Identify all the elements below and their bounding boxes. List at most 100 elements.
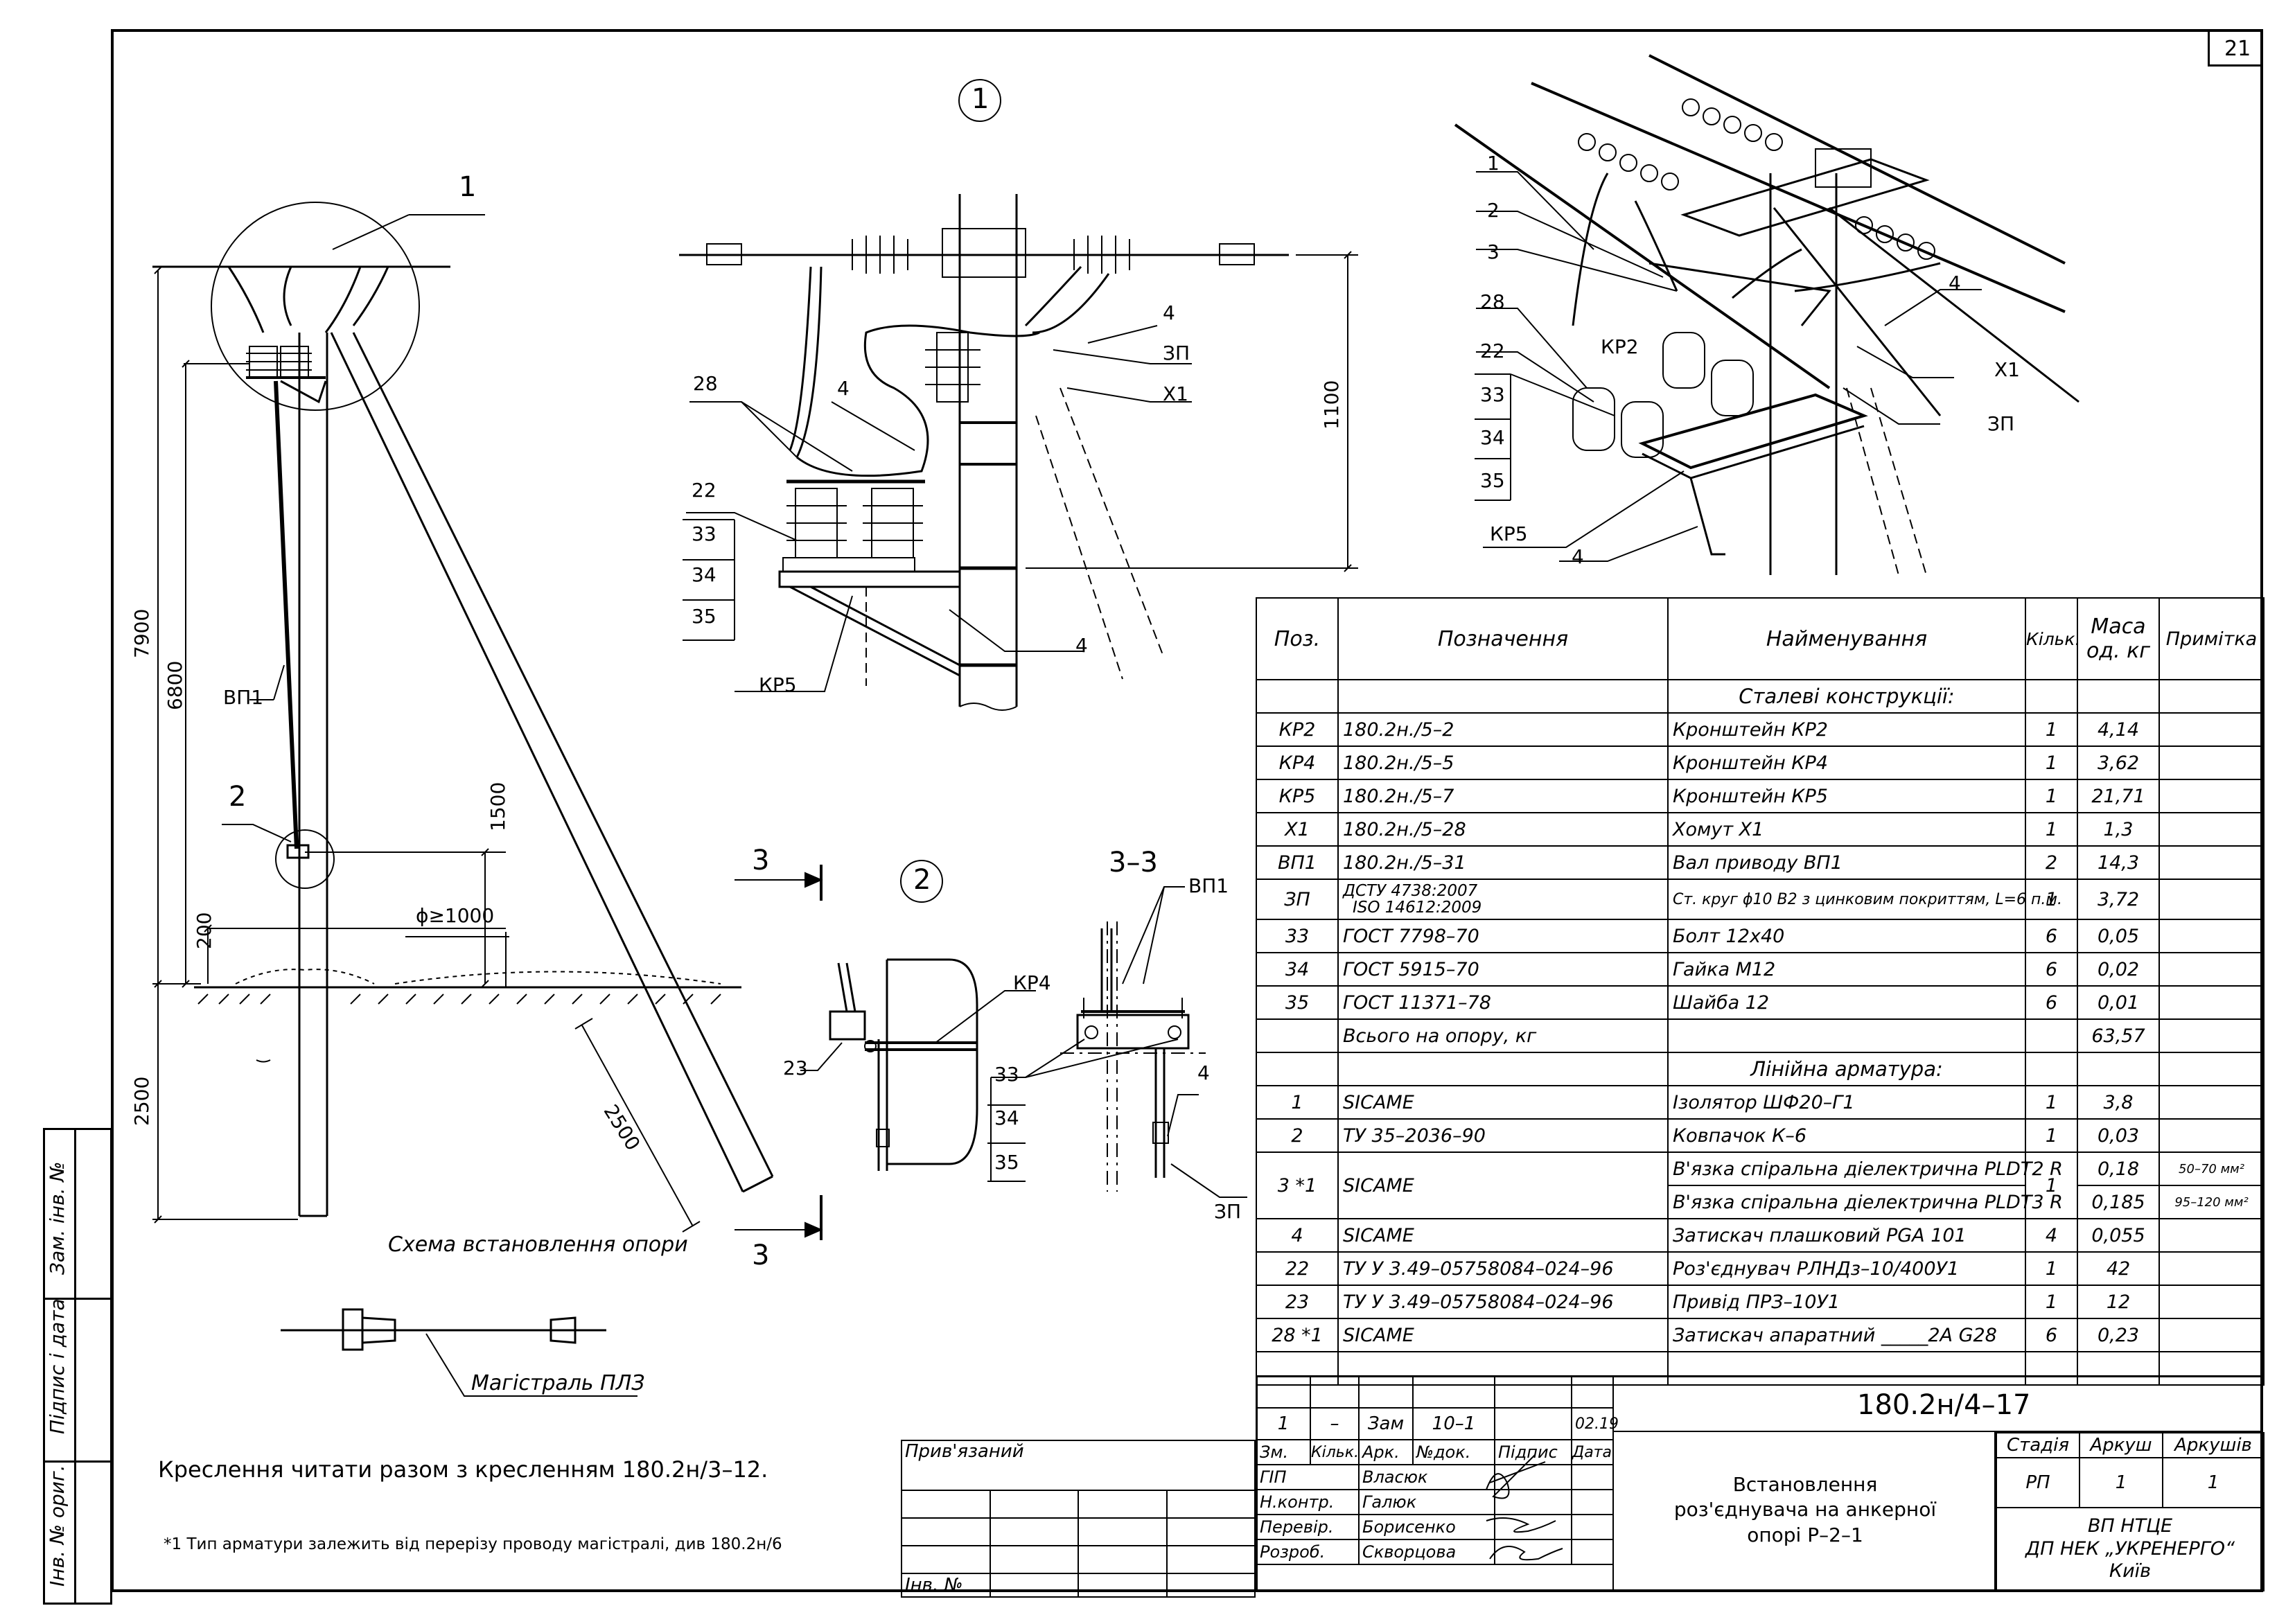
cell-pos: 23	[1256, 1285, 1339, 1319]
cell-note	[2158, 919, 2265, 953]
iso-label-33: 33	[1480, 383, 1505, 406]
cell-des: 180.2н./5–7	[1337, 779, 1669, 813]
row-3-mass2: 0,185	[2077, 1185, 2160, 1219]
hdr-ndok: №док.	[1412, 1439, 1495, 1465]
cell-name: Шайба 12	[1667, 985, 2026, 1020]
isometric-drawing	[1454, 54, 2079, 576]
note-footnote: *1 Тип арматури залежить від перерізу пр…	[164, 1535, 782, 1553]
row-3-name1: В'язка спіральна діелектрична PLDT2 R	[1667, 1151, 2063, 1186]
cell-pos: 1	[1256, 1085, 1339, 1120]
attached-label: Прив'язаний	[901, 1440, 1256, 1491]
cell-name: Роз'єднувач РЛНДз–10/400У1	[1667, 1251, 2026, 1286]
v2-label-kr4: КР4	[1013, 971, 1051, 994]
iso-label-zp: ЗП	[1987, 412, 2015, 435]
s-label-zp: ЗП	[1214, 1200, 1242, 1223]
callout-2: 2	[229, 781, 247, 813]
total-mass: 63,57	[2077, 1018, 2160, 1053]
specification-table: Поз. Позначення Найменування Кільк. Маса…	[1256, 597, 2265, 1386]
cell-pos: 35	[1256, 985, 1339, 1020]
cell-note	[2158, 1251, 2265, 1286]
v1-label-zp: ЗП	[1163, 342, 1190, 364]
iso-label-2: 2	[1487, 199, 1500, 222]
cell-name: Хомут Х1	[1667, 812, 2026, 847]
cell-note	[2158, 952, 2265, 987]
sheet-hdr: Аркуш	[2079, 1432, 2163, 1458]
section-steel: Сталеві конструкції:	[1667, 679, 2026, 714]
cell-mass: 42	[2077, 1251, 2160, 1286]
cell-mass: 0,055	[2077, 1218, 2160, 1253]
hdr-zm: Зм.	[1256, 1439, 1311, 1465]
cell-pos: ВП1	[1256, 845, 1339, 880]
rev-ndok: 10–1	[1412, 1407, 1495, 1440]
drawing-code: 180.2н/4–17	[1857, 1389, 2031, 1421]
cell-pos: 33	[1256, 919, 1339, 953]
row-3-note1: 50–70 мм²	[2158, 1151, 2265, 1186]
staff-signature	[1494, 1464, 1572, 1490]
v1-label-34: 34	[692, 563, 716, 586]
staff-signature	[1494, 1489, 1572, 1515]
s-label-34: 34	[994, 1106, 1019, 1129]
cell-mass: 3,62	[2077, 745, 2160, 780]
view2-drawing	[800, 860, 1036, 1171]
v1-label-28: 28	[693, 372, 718, 395]
hdr-name: Найменування	[1667, 597, 2026, 680]
cell-name: Кронштейн КР5	[1667, 779, 2026, 813]
iso-label-34: 34	[1480, 426, 1505, 449]
cell-pos: КР4	[1256, 745, 1339, 780]
cell-qty: 6	[2025, 919, 2078, 953]
hdr-qty: Кільк.	[2025, 597, 2080, 680]
cell-qty: 1	[2025, 1085, 2078, 1120]
dim-diameter: ϕ≥1000	[416, 904, 495, 927]
cell-name: Болт 12х40	[1667, 919, 2026, 953]
legend-label: Магістраль ПЛЗ	[471, 1371, 645, 1395]
cell-des: ТУ У 3.49–05758084–024–96	[1337, 1251, 1669, 1286]
s-label-33: 33	[994, 1063, 1019, 1086]
view1-number: 1	[971, 83, 990, 115]
staff-name: Борисенко	[1358, 1514, 1495, 1540]
rev-zm: 1	[1256, 1407, 1311, 1440]
cell-pos: 34	[1256, 952, 1339, 987]
label-vp1: ВП1	[223, 686, 264, 709]
cell-des: 180.2н./5–28	[1337, 812, 1669, 847]
hdr-pidpys: Підпис	[1494, 1439, 1572, 1465]
staff-role: Перевір.	[1256, 1514, 1360, 1540]
v1-label-22: 22	[692, 479, 716, 502]
cell-des: ГОСТ 7798–70	[1337, 919, 1669, 953]
sheets-hdr: Аркушів	[2162, 1432, 2265, 1458]
cell-des: ТУ 35–2036–90	[1337, 1118, 1669, 1153]
iso-label-28: 28	[1480, 290, 1505, 313]
cell-mass: 0,03	[2077, 1118, 2160, 1153]
staff-row: Розроб.Скворцова	[1256, 1539, 1614, 1565]
staff-role: Розроб.	[1256, 1539, 1360, 1565]
cell-note	[2158, 779, 2265, 813]
v1-label-4b: 4	[837, 377, 850, 400]
side-stamp	[43, 1128, 112, 1605]
cell-note	[2158, 1285, 2265, 1319]
cell-des: ГОСТ 5915–70	[1337, 952, 1669, 987]
inv-label: Інв. №	[901, 1573, 991, 1598]
cell-pos: Х1	[1256, 812, 1339, 847]
total-label: Всього на опору, кг	[1337, 1018, 1669, 1053]
cell-qty: 4	[2025, 1218, 2078, 1253]
row-zp-mass: 3,72	[2077, 879, 2160, 920]
cell-note	[2158, 745, 2265, 780]
cell-note	[2158, 1318, 2265, 1352]
cell-name: Гайка М12	[1667, 952, 2026, 987]
cell-pos: КР2	[1256, 712, 1339, 747]
cell-qty: 2	[2025, 845, 2078, 880]
cell-pos: 2	[1256, 1118, 1339, 1153]
cell-mass: 4,14	[2077, 712, 2160, 747]
hdr-designation: Позначення	[1337, 597, 1669, 680]
cell-name: Затискач плашковий PGA 101	[1667, 1218, 2026, 1253]
cell-des: 180.2н./5–31	[1337, 845, 1669, 880]
sheet-number-box	[2208, 29, 2263, 67]
cell-des: SICAME	[1337, 1085, 1669, 1120]
iso-label-35: 35	[1480, 469, 1505, 492]
view2-number: 2	[913, 864, 931, 896]
row-3-note2: 95–120 мм²	[2158, 1185, 2265, 1219]
